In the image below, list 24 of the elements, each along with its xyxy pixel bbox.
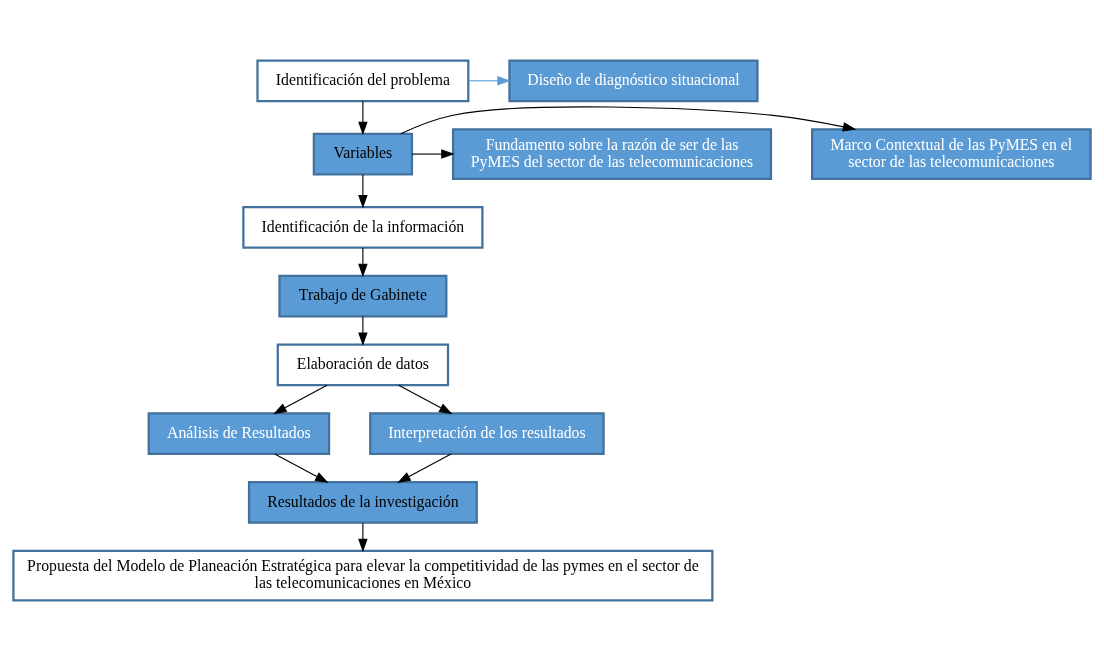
arrow: [358, 315, 368, 346]
node-box: Resultados de la investigación: [247, 480, 478, 524]
arrow: [274, 452, 329, 483]
node-box: Variables: [312, 132, 414, 175]
arrow: [358, 173, 368, 209]
node-box: Diseño de diagnóstico situacional: [508, 58, 759, 102]
node-box: Análisis de Resultados: [147, 411, 331, 455]
arrow: [273, 384, 328, 414]
arrow: [398, 384, 453, 414]
arrow: [358, 521, 368, 552]
node-box: Interpretación de los resultados: [369, 411, 605, 455]
node-box: Identificación de la información: [242, 205, 484, 249]
arrow: [397, 452, 452, 483]
arrow: [468, 75, 511, 86]
node-box: Identificación del problema: [256, 58, 470, 102]
node-box: Elaboración de datos: [276, 342, 450, 386]
arrow: [411, 148, 455, 159]
arrow: [358, 246, 368, 277]
node-box: Marco Contextual de las PyMES en el sector de las telecomunicaciones: [811, 127, 1092, 180]
arrow: [358, 100, 368, 135]
node-box: Fundamento sobre la razón de ser de las PyMES del sector de las telecomunicaciones: [451, 127, 773, 180]
arrow: [400, 105, 857, 134]
node-box: Propuesta del Modelo de Planeación Estratégica para elevar la competitividad de las pymes en el sector de las telecomunicaciones en México: [12, 549, 714, 602]
node-box: Trabajo de Gabinete: [278, 274, 448, 318]
